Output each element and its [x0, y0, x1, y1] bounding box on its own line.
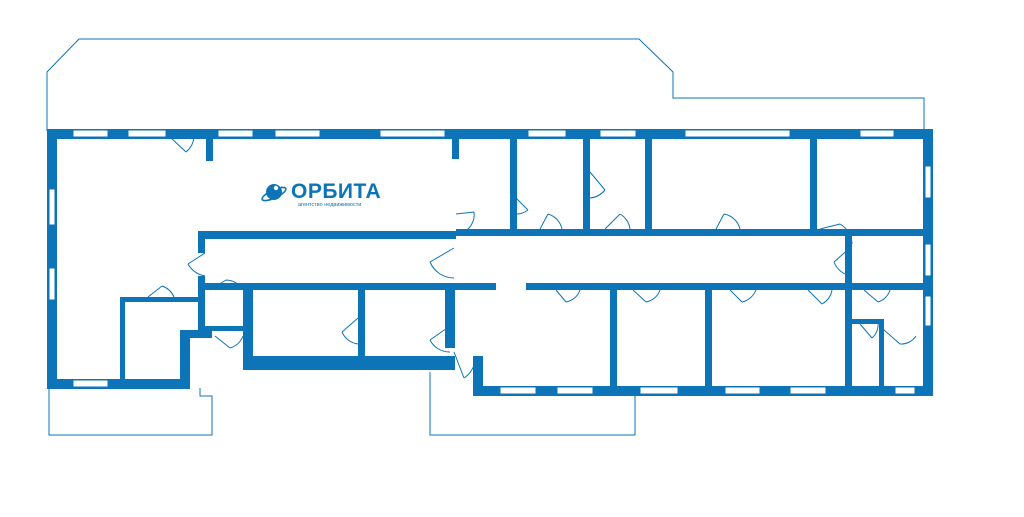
window [527, 129, 567, 138]
door-swing [859, 321, 879, 339]
door-swing [147, 285, 175, 298]
door-swing [715, 213, 741, 230]
door-swing [509, 191, 529, 215]
door-swing [604, 213, 631, 230]
door-swing [187, 252, 206, 277]
window [72, 129, 109, 138]
windows [48, 129, 932, 395]
center-porch-outline [429, 372, 636, 436]
wall-lobby-left-low [198, 276, 205, 336]
window [274, 129, 321, 138]
interior-walls [120, 139, 923, 386]
left-porch-outline [48, 388, 213, 436]
window [859, 129, 895, 138]
door-swing [589, 171, 606, 199]
door-swing [555, 289, 581, 303]
door-swing [429, 325, 451, 353]
window [684, 129, 791, 138]
window [48, 188, 56, 226]
doors [147, 136, 917, 379]
wall-stair-drop [180, 330, 190, 389]
door-swing [429, 247, 455, 279]
window [379, 129, 446, 138]
wall-center-drop [473, 356, 483, 396]
door-swing [632, 289, 661, 303]
wall-top-office-5 [452, 139, 459, 159]
wall-wc-mid [879, 319, 884, 386]
wall-corridor-bottom-right [526, 283, 923, 290]
roof-outline [46, 38, 925, 131]
logo-tagline: агентство недвижимости [298, 202, 361, 208]
door-swing [863, 289, 891, 303]
wall-entrance-post [206, 139, 213, 161]
wall-lobby-left [198, 231, 205, 253]
window [72, 379, 109, 388]
door-swing [341, 317, 359, 345]
wall-left [47, 129, 57, 389]
wall-stair-box-left [120, 297, 125, 379]
wall-lobby-top [198, 231, 456, 239]
exterior-outlines [46, 38, 925, 436]
wall-vestibule [205, 326, 250, 331]
wall-bottom-right [473, 386, 933, 396]
wall-bottom-left [47, 379, 181, 389]
wall-stair-box-top [120, 297, 198, 302]
wall-bottom-office-4 [845, 236, 852, 386]
window [924, 243, 932, 277]
door-swing [729, 289, 757, 303]
wall-bottom-office-1 [358, 288, 365, 356]
wall-top-office-4 [810, 139, 817, 229]
wall-top [47, 129, 933, 139]
logo: ОРБИТА агентство недвижимости [261, 180, 381, 208]
wall-bottom-office-2 [610, 288, 617, 386]
window [924, 295, 932, 327]
window [894, 386, 916, 395]
window [789, 386, 827, 395]
window [217, 129, 254, 138]
window [127, 129, 167, 138]
wall-top-office-3 [645, 139, 652, 229]
door-swing [169, 136, 195, 153]
wall-bottom-office-3 [705, 288, 712, 386]
wall-wc-top [852, 319, 882, 324]
orbit-planet-icon [261, 184, 287, 202]
wall-lower-block [243, 356, 455, 370]
wall-top-office-1 [510, 139, 517, 229]
wall-stair-top [180, 330, 212, 338]
window [924, 165, 932, 199]
door-swing [209, 279, 244, 291]
door-swing [455, 211, 475, 233]
window [599, 129, 637, 138]
window [556, 386, 594, 395]
door-swing [883, 329, 917, 345]
window [639, 386, 679, 395]
door-swing [819, 223, 853, 245]
wall-corridor-bottom-left [200, 283, 496, 290]
door-swing [807, 289, 833, 305]
door-swing [214, 335, 244, 349]
door-swing [539, 213, 563, 230]
door-swing [453, 351, 476, 379]
window [724, 386, 761, 395]
wall-center-notch [445, 288, 455, 348]
wall-top-office-2 [583, 139, 590, 229]
logo-name: ОРБИТА [291, 180, 381, 203]
outer-walls [47, 129, 933, 396]
window [48, 267, 56, 301]
wall-corridor-top [456, 229, 923, 236]
window [499, 386, 537, 395]
door-swing [833, 245, 853, 277]
